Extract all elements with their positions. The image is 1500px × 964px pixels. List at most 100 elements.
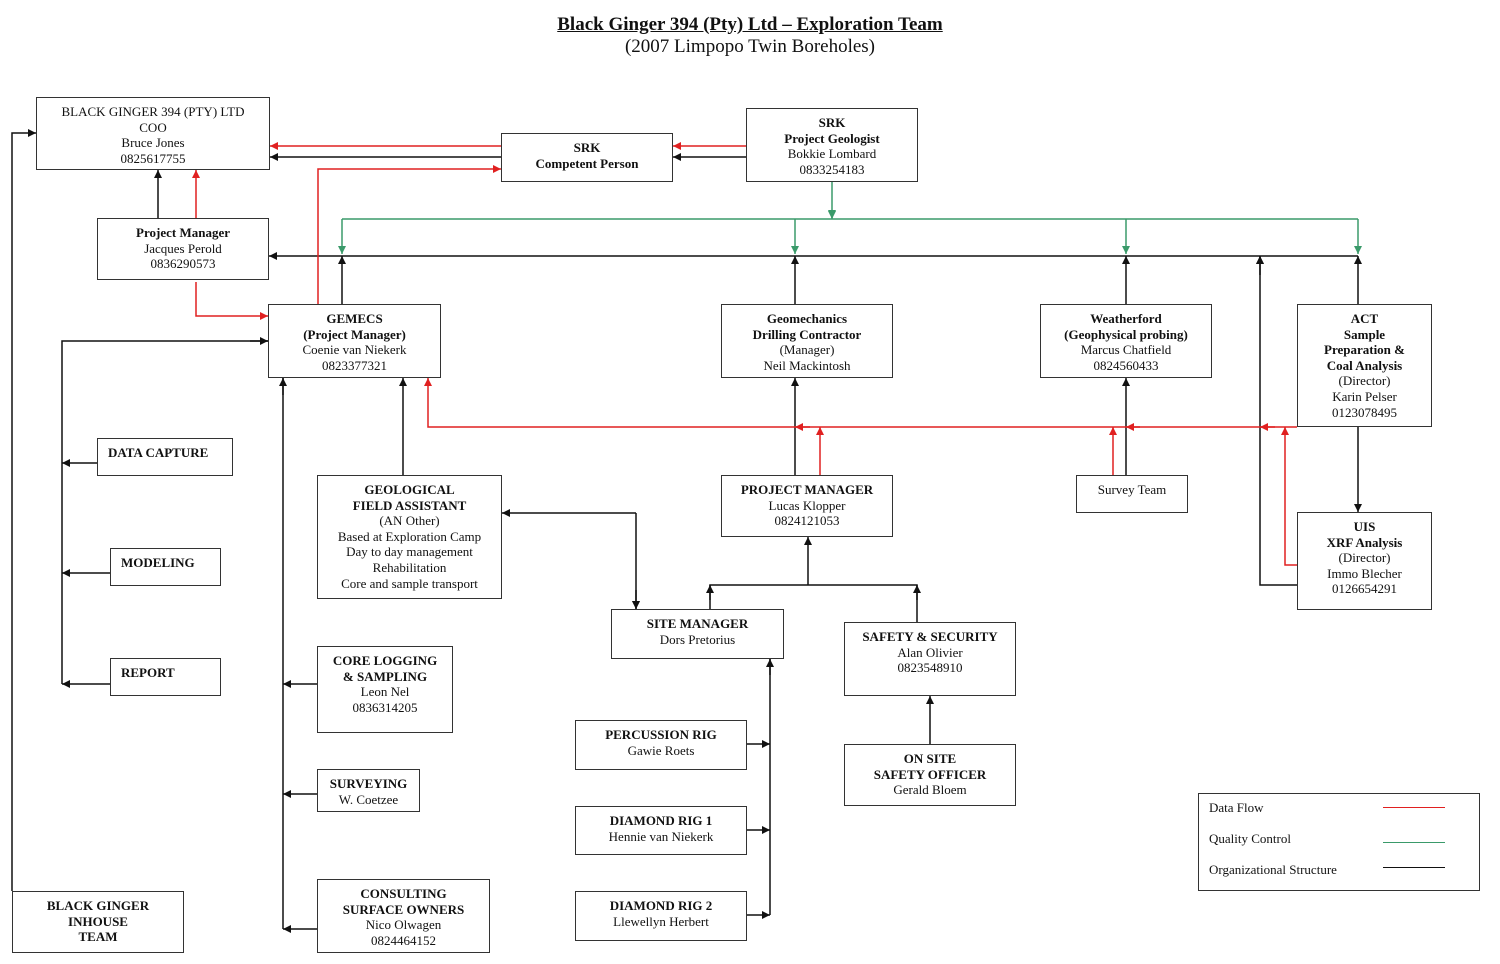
node-text: 0836314205 <box>352 699 418 715</box>
node-text: Immo Blecher <box>1327 565 1402 581</box>
node-text: Llewellyn Herbert <box>613 913 709 929</box>
node-text: Day to day management <box>346 544 473 560</box>
node-text: (Director) <box>1338 373 1391 389</box>
node-heading: SRK <box>573 140 601 155</box>
node-text: 0824121053 <box>774 513 840 529</box>
node-heading: Drilling Contractor <box>752 326 862 342</box>
node-text: 0126654291 <box>1332 581 1397 597</box>
legend-swatch-organizational-structure <box>1383 867 1445 868</box>
legend-swatch-quality-control <box>1383 842 1445 843</box>
connector-inhouse-to-coo <box>11 129 36 891</box>
connector-act-to-gemecs-data <box>424 378 1297 428</box>
node-heading: TEAM <box>78 929 118 945</box>
connector-pm-jp-gemecs-data <box>195 282 268 320</box>
node-heading: Competent Person <box>535 155 639 171</box>
node-text: Gerald Bloem <box>893 782 967 798</box>
node-heading: Weatherford <box>1090 311 1162 326</box>
node-text: Rehabilitation <box>372 559 447 575</box>
node-heading: PERCUSSION RIG <box>605 727 717 742</box>
node-text: (Director) <box>1338 550 1391 566</box>
node-heading: Project Geologist <box>784 130 880 146</box>
node-text: 0825617755 <box>120 150 186 166</box>
node-heading: SAFETY & SECURITY <box>862 629 998 644</box>
node-text: Dors Pretorius <box>659 631 736 647</box>
node-heading: FIELD ASSISTANT <box>352 497 467 513</box>
node-text: Bruce Jones <box>121 135 185 151</box>
node-text: (AN Other) <box>379 513 440 529</box>
node-heading: (Project Manager) <box>303 326 406 342</box>
node-heading: CORE LOGGING <box>332 653 438 668</box>
node-gemecs: GEMECS(Project Manager)Coenie van Nieker… <box>268 304 441 378</box>
node-text: Jacques Perold <box>144 240 222 256</box>
title-subtitle: (2007 Limpopo Twin Boreholes) <box>624 36 876 57</box>
node-heading: SURVEYING <box>329 776 408 791</box>
title-main: Black Ginger 394 (Pty) Ltd – Exploration… <box>557 14 943 35</box>
node-text: Lucas Klopper <box>768 497 846 513</box>
node-heading: DATA CAPTURE <box>108 445 209 460</box>
node-heading: GEMECS <box>326 311 383 326</box>
node-text: Neil Mackintosh <box>763 357 851 373</box>
diagram-title: Black Ginger 394 (Pty) Ltd – Exploration… <box>0 14 1500 58</box>
node-heading: Preparation & <box>1324 342 1405 358</box>
node-heading: Coal Analysis <box>1326 357 1403 373</box>
node-heading: (Geophysical probing) <box>1064 326 1188 342</box>
node-survey-team: Survey Team <box>1076 475 1188 513</box>
node-heading: Geomechanics <box>766 311 848 326</box>
node-heading: GEOLOGICAL <box>364 482 455 497</box>
node-heading: CONSULTING <box>360 886 447 901</box>
node-heading: SURFACE OWNERS <box>342 901 465 917</box>
node-text: Leon Nel <box>360 684 410 700</box>
node-heading: MODELING <box>121 555 195 570</box>
node-text: 0824560433 <box>1093 357 1159 373</box>
node-text: COO <box>139 119 167 135</box>
node-text: Gawie Roets <box>627 742 695 758</box>
node-text: 0123078495 <box>1332 404 1397 420</box>
node-modeling: MODELING <box>110 548 221 586</box>
node-heading: UIS <box>1353 519 1376 534</box>
node-heading: DIAMOND RIG 2 <box>609 898 713 913</box>
node-heading: Sample <box>1343 326 1386 342</box>
node-text: Alan Olivier <box>897 644 963 660</box>
legend: Data Flow Quality Control Organizational… <box>1198 793 1480 891</box>
node-text: Coenie van Niekerk <box>302 342 407 358</box>
legend-label-quality-control: Quality Control <box>1209 831 1291 846</box>
node-text: Nico Olwagen <box>365 917 442 933</box>
node-text: Bokkie Lombard <box>787 146 877 162</box>
legend-swatch-data-flow <box>1383 807 1445 808</box>
node-heading: & SAMPLING <box>342 668 428 684</box>
node-text: 0824464152 <box>371 932 436 948</box>
node-text: 0836290573 <box>150 256 216 272</box>
node-report: REPORT <box>110 658 221 696</box>
node-text: Marcus Chatfield <box>1080 342 1172 358</box>
node-heading: BLACK GINGER <box>46 898 150 913</box>
node-text: (Manager) <box>779 342 835 358</box>
node-text: 0823377321 <box>322 357 387 373</box>
node-heading: ACT <box>1350 311 1379 326</box>
connector-gemecs-to-srk-cp-data <box>317 165 501 304</box>
node-text: Core and sample transport <box>341 575 478 591</box>
node-heading: PROJECT MANAGER <box>740 482 874 497</box>
node-text: Based at Exploration Camp <box>337 528 482 544</box>
node-text: 0823548910 <box>897 660 963 676</box>
node-heading: ON SITE <box>903 751 957 766</box>
node-heading: XRF Analysis <box>1326 534 1403 550</box>
node-weatherford: Weatherford(Geophysical probing)Marcus C… <box>1040 304 1212 378</box>
